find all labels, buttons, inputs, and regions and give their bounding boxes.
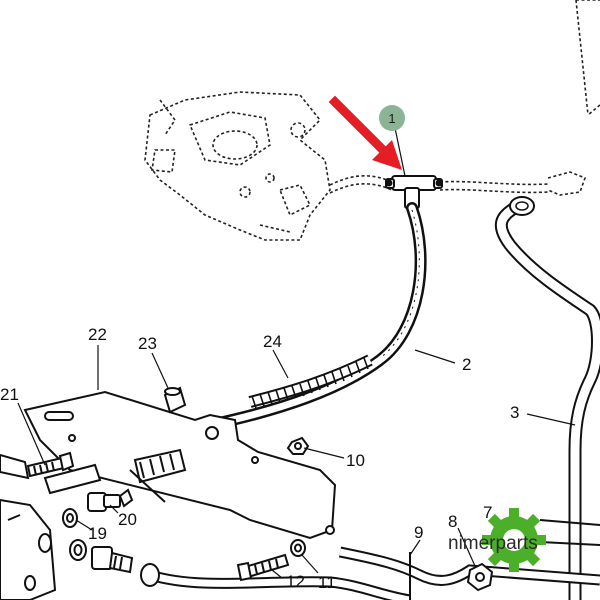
callout-7: 7 — [483, 503, 492, 522]
callout-23: 23 — [138, 334, 157, 353]
callout-2: 2 — [462, 355, 471, 374]
spacer — [163, 386, 187, 414]
watermark-logo: nimerparts — [448, 508, 546, 572]
callout-12: 12 — [286, 572, 305, 591]
washer-19 — [62, 508, 87, 561]
clamp-fitting — [43, 448, 187, 503]
bolt-12 — [236, 553, 290, 582]
callout-9: 9 — [414, 523, 423, 542]
valve-body-left — [0, 453, 57, 600]
callout-3: 3 — [510, 403, 519, 422]
logo-text: nimerparts — [448, 533, 538, 554]
pipe-9 — [338, 519, 600, 600]
ghost-housing — [144, 91, 587, 241]
tee-fitting — [385, 175, 443, 209]
highlight-arrow — [328, 95, 402, 170]
gear-icon — [482, 508, 546, 572]
callout-8: 8 — [448, 512, 457, 531]
spiral-wrap — [248, 354, 373, 409]
washer-11 — [290, 539, 306, 557]
callout-10: 10 — [346, 451, 365, 470]
badge-1 — [379, 105, 405, 131]
leader-lines — [17, 127, 576, 579]
callout-21: 21 — [0, 385, 19, 404]
callout-1: 1 — [388, 111, 395, 126]
union-fitting-20 — [87, 488, 134, 512]
callout-19: 19 — [88, 524, 107, 543]
callout-22: 22 — [88, 325, 107, 344]
nut-8 — [466, 562, 494, 592]
nut-10 — [286, 436, 310, 455]
ghost-bracket-top-right — [575, 0, 600, 116]
callout-20: 20 — [118, 510, 137, 529]
callout-11: 11 — [318, 573, 336, 592]
bolt-21 — [26, 451, 75, 478]
hose — [204, 202, 427, 431]
lower-pipe — [140, 563, 411, 600]
pipe-right — [494, 196, 600, 600]
callout-24: 24 — [263, 332, 282, 351]
adapter-fitting — [91, 546, 134, 574]
